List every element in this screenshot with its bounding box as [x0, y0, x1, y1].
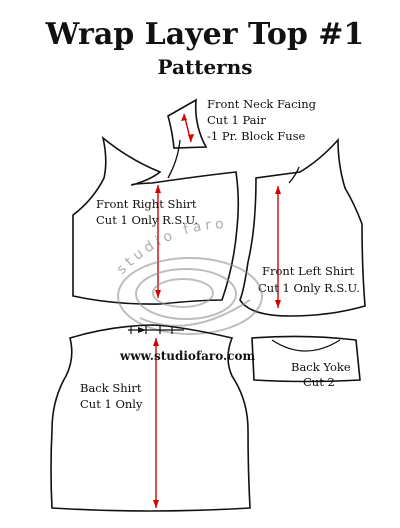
front-neck-facing-piece — [167, 98, 208, 149]
studio-faro-logo: studio faro — [114, 216, 263, 335]
front-neck-facing-fuse: -1 Pr. Block Fuse — [207, 129, 306, 143]
front-left-shirt-piece — [239, 137, 366, 317]
front-right-shirt-label: Front Right Shirt — [96, 197, 197, 211]
front-right-shirt-cut: Cut 1 Only R.S.U. — [96, 213, 198, 227]
back-shirt-label: Back Shirt — [80, 381, 142, 395]
grainline-arrow — [155, 185, 161, 298]
front-neck-facing-label: Front Neck Facing — [207, 97, 317, 111]
back-yoke-label: Back Yoke — [291, 360, 351, 374]
front-neck-facing-cut: Cut 1 Pair — [207, 113, 266, 127]
grainline-arrow — [181, 113, 194, 143]
website-url: www.studiofaro.com — [119, 349, 255, 363]
grainline-arrow — [275, 186, 281, 308]
page-title: Wrap Layer Top #1 — [45, 17, 365, 52]
front-left-shirt-cut: Cut 1 Only R.S.U. — [258, 281, 360, 295]
front-right-shirt-piece — [72, 135, 240, 305]
back-shirt-piece — [50, 324, 251, 512]
back-yoke-piece — [251, 335, 361, 383]
front-left-shirt-label: Front Left Shirt — [262, 264, 355, 278]
page-subtitle: Patterns — [158, 55, 253, 79]
notch-marks — [128, 326, 184, 334]
grainline-arrow — [153, 338, 159, 508]
back-yoke-cut: Cut 2 — [303, 375, 335, 389]
back-shirt-cut: Cut 1 Only — [80, 397, 143, 411]
